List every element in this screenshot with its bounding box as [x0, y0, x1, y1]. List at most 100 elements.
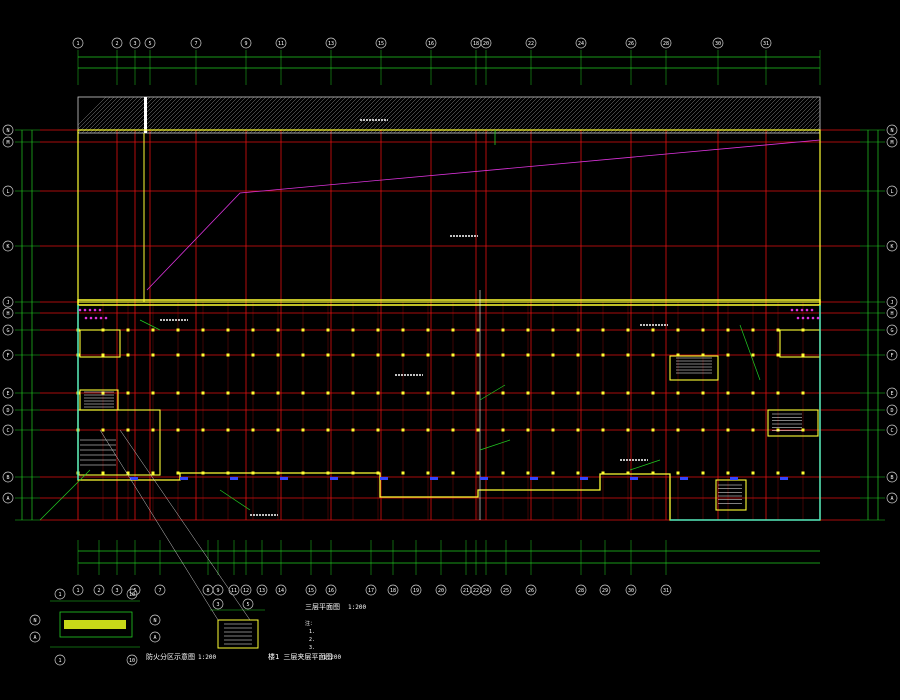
magenta-dot — [78, 308, 82, 312]
magenta-dot — [816, 316, 820, 320]
column — [276, 428, 280, 432]
col-bubble-bottom-12-label: 16 — [328, 588, 334, 594]
slope-line — [146, 139, 821, 291]
hatch-line — [157, 97, 195, 133]
column — [426, 391, 430, 395]
roof-divider — [144, 97, 147, 133]
column — [251, 428, 255, 432]
col-bubble-top-6-label: 11 — [278, 41, 284, 47]
hatch-line — [249, 97, 287, 133]
col-bubble-bottom-6 — [212, 584, 224, 596]
main-plan-title: 三层平面图 — [305, 603, 340, 611]
column — [426, 471, 430, 475]
row-bubble-left-0 — [2, 124, 14, 136]
magenta-dot — [811, 316, 815, 320]
row-bubble-right-1-label: M — [890, 140, 893, 146]
hatch-line — [657, 97, 695, 133]
col-bubble-top-7-label: 13 — [328, 41, 334, 47]
leader-1 — [479, 384, 506, 401]
hatch-line — [701, 97, 739, 133]
col-bubble-top-5 — [240, 37, 252, 49]
hatch-line — [213, 97, 251, 133]
detail-left-bubble-label-3: A — [33, 635, 36, 641]
column — [626, 328, 630, 332]
column — [126, 328, 130, 332]
title-block: 三层平面图 1:200 防火分区示意图 1:200 楼1 三层夹层平面图 1:2… — [146, 603, 366, 661]
hatch-line — [673, 97, 711, 133]
column — [301, 353, 305, 357]
hatch-line — [85, 97, 123, 133]
hatch-line — [89, 97, 127, 133]
hatch-line — [665, 97, 703, 133]
hatch-line — [109, 97, 147, 133]
core-box-4 — [767, 409, 819, 437]
hatch-line — [769, 97, 807, 133]
col-bubble-bottom-0 — [72, 584, 84, 596]
col-bubble-bottom-2-label: 3 — [115, 588, 118, 594]
hatch-line — [277, 97, 315, 133]
notes-line-2: 2. — [309, 637, 315, 643]
column — [576, 471, 580, 475]
column — [726, 353, 730, 357]
magenta-dot — [800, 308, 804, 312]
hatch-line — [217, 97, 255, 133]
column — [676, 471, 680, 475]
hatch-line — [185, 97, 223, 133]
hatch-line — [78, 97, 107, 126]
notes-line-0: 注： — [305, 620, 315, 627]
wall-outlines — [76, 129, 821, 521]
hatch-line — [613, 97, 651, 133]
hatch-line — [569, 97, 607, 133]
row-bubble-left-5 — [2, 307, 14, 319]
column — [601, 391, 605, 395]
hatch-line — [605, 97, 643, 133]
col-bubble-top-9 — [425, 37, 437, 49]
column — [651, 428, 655, 432]
column — [301, 391, 305, 395]
row-bubble-right-8-label: E — [890, 391, 893, 397]
hatch-line — [589, 97, 627, 133]
hatch-line — [817, 130, 820, 133]
detail-left-bubble-label-6: 1 — [58, 658, 61, 664]
hatch-line — [429, 97, 467, 133]
column — [101, 353, 105, 357]
hatch-line — [537, 97, 575, 133]
row-bubble-left-7-label: F — [6, 353, 9, 359]
blue-tag — [630, 477, 638, 480]
hatch-line — [193, 97, 231, 133]
detail-mid-box — [217, 619, 259, 649]
hatch-line — [425, 97, 463, 133]
col-bubble-top-16 — [712, 37, 724, 49]
column — [401, 428, 405, 432]
column — [551, 328, 555, 332]
hatch-line — [601, 97, 639, 133]
hatch-line — [457, 97, 495, 133]
hatch-line — [545, 97, 583, 133]
hatch-line — [649, 97, 687, 133]
column — [401, 471, 405, 475]
hatch-line — [741, 97, 779, 133]
column — [451, 353, 455, 357]
detail-left-bubble-label-0: 1 — [58, 592, 61, 598]
hatch-line — [797, 110, 820, 133]
column — [376, 428, 380, 432]
column — [201, 428, 205, 432]
col-bubble-top-0 — [72, 37, 84, 49]
core-box-1 — [779, 329, 821, 358]
column — [176, 471, 180, 475]
column — [701, 428, 705, 432]
blue-tag — [380, 477, 388, 480]
col-bubble-bottom-8-label: 12 — [243, 588, 249, 594]
col-bubble-top-0-label: 1 — [76, 41, 79, 47]
column — [601, 471, 605, 475]
row-bubble-left-8 — [2, 387, 14, 399]
column — [326, 328, 330, 332]
column — [451, 391, 455, 395]
hatch-line — [341, 97, 379, 133]
column — [626, 428, 630, 432]
hatch-line — [621, 97, 659, 133]
col-bubble-bottom-10 — [275, 584, 287, 596]
hatch-line — [421, 97, 459, 133]
column — [576, 428, 580, 432]
column — [151, 328, 155, 332]
